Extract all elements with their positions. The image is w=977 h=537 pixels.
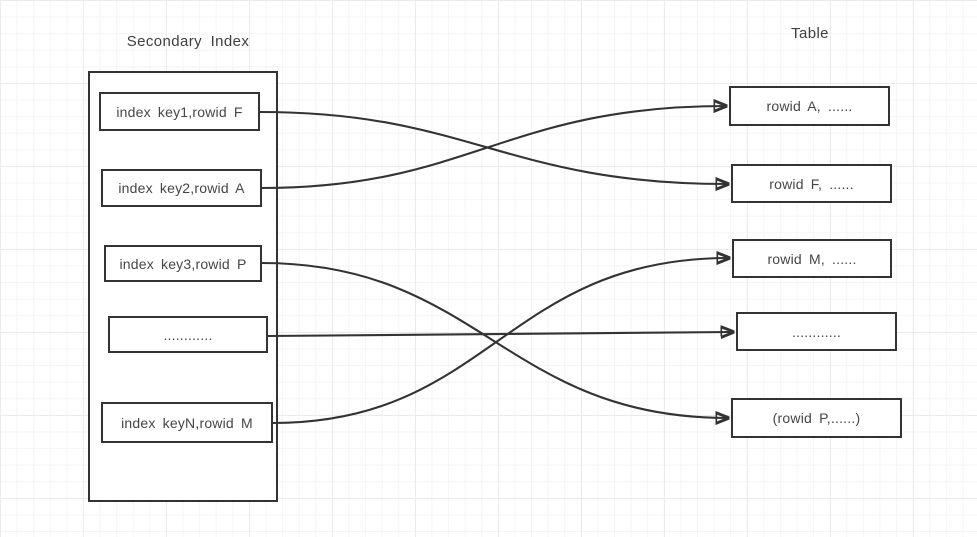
secondary-index-title: Secondary Index	[126, 33, 250, 50]
index-entry-key2: index key2,rowid A	[101, 169, 262, 207]
arrow-key2-to-rowid-a	[261, 106, 726, 190]
index-entry-key3-label: index key3,rowid P	[119, 255, 247, 272]
index-entry-keyN: index keyN,rowid M	[101, 402, 273, 443]
index-entry-key1-label: index key1,rowid F	[116, 103, 243, 120]
index-entry-keyN-label: index keyN,rowid M	[121, 414, 253, 431]
index-entry-key1: index key1,rowid F	[99, 92, 260, 131]
arrow-key3-to-rowid-p	[261, 261, 728, 418]
table-row-a-label: rowid A, ......	[766, 98, 853, 114]
index-entry-key2-label: index key2,rowid A	[118, 180, 245, 196]
arrow-key1-to-rowid-f	[259, 110, 728, 184]
table-row-f-label: rowid F, ......	[769, 175, 854, 192]
table-row-p-label: (rowid P,......)	[772, 410, 861, 426]
table-row-m-label: rowid M, ......	[767, 250, 857, 267]
index-entry-ellipsis: ............	[108, 316, 268, 353]
arrow-keyN-to-rowid-m	[272, 258, 729, 425]
table-row-ellipsis-label: ............	[791, 323, 842, 340]
table-row-f: rowid F, ......	[731, 164, 892, 203]
table-row-m: rowid M, ......	[732, 239, 892, 278]
table-title: Table	[791, 25, 829, 42]
index-entry-key3: index key3,rowid P	[104, 245, 262, 282]
table-row-a: rowid A, ......	[729, 86, 890, 126]
arrow-ellipsis-to-ellipsis	[267, 332, 733, 336]
table-row-p: (rowid P,......)	[731, 398, 902, 438]
index-entry-ellipsis-label: ............	[163, 326, 213, 343]
table-row-ellipsis: ............	[736, 312, 897, 351]
